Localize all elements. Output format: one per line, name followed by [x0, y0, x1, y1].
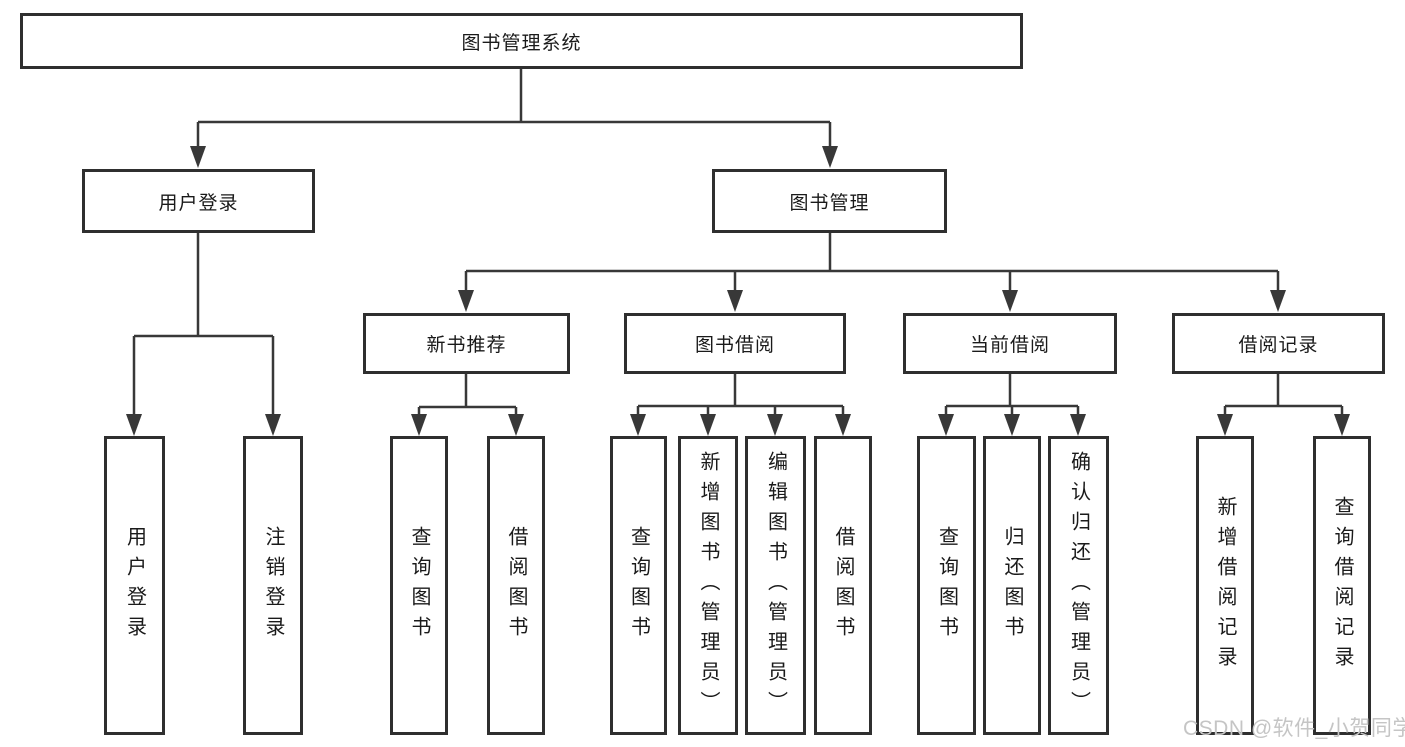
leaf-label: 借阅图书 [832, 525, 854, 646]
node-borrowing-records: 借阅记录 [1172, 313, 1385, 374]
node-label: 新书推荐 [426, 335, 507, 356]
node-label: 图书借阅 [694, 335, 775, 356]
leaf-label: 查询图书 [627, 525, 650, 646]
leaf-label: 查询图书 [935, 525, 958, 646]
node-current-borrowing: 当前借阅 [903, 313, 1117, 374]
leaf-user-login: 用户登录 [104, 436, 165, 735]
leaf-borrow-books-borrowing: 借阅图书 [814, 436, 872, 735]
leaf-confirm-return-admin: 确认归还（管理员） [1048, 436, 1109, 735]
node-library-management-system: 图书管理系统 [20, 13, 1023, 69]
node-book-management: 图书管理 [712, 169, 947, 233]
connector-book-borrowing-to-leaves [630, 374, 851, 436]
leaf-label: 归还图书 [1001, 525, 1023, 646]
leaf-label: 借阅图书 [505, 525, 527, 646]
node-label: 图书管理系统 [461, 32, 582, 54]
leaf-return-books: 归还图书 [983, 436, 1041, 735]
connector-borrowing-records-to-leaves [1217, 374, 1350, 436]
node-label: 当前借阅 [969, 335, 1050, 356]
leaf-label: 注销登录 [262, 525, 284, 646]
leaf-add-borrow-record: 新增借阅记录 [1196, 436, 1254, 735]
leaf-label: 查询借阅记录 [1331, 495, 1353, 676]
connector-current-borrowing-to-leaves [938, 374, 1086, 436]
connector-root-to-level2 [190, 68, 838, 168]
leaf-query-borrow-record: 查询借阅记录 [1313, 436, 1371, 735]
leaf-edit-book-admin: 编辑图书（管理员） [745, 436, 806, 735]
connector-new-book-recommendation-to-leaves [411, 374, 524, 436]
leaf-query-books-borrowing: 查询图书 [610, 436, 667, 735]
leaf-label: 确认归还（管理员） [1067, 450, 1090, 721]
leaf-label: 编辑图书（管理员） [764, 450, 787, 721]
node-book-borrowing: 图书借阅 [624, 313, 846, 374]
leaf-label: 用户登录 [123, 525, 146, 646]
leaf-borrow-books-recommend: 借阅图书 [487, 436, 545, 735]
node-user-login: 用户登录 [82, 169, 315, 233]
leaf-label: 新增图书（管理员） [697, 450, 719, 721]
node-label: 用户登录 [158, 192, 239, 214]
connector-book-management-to-level3 [458, 233, 1286, 312]
connector-user-login-to-leaves [126, 233, 281, 436]
leaf-label: 查询图书 [408, 525, 430, 646]
node-new-book-recommendation: 新书推荐 [363, 313, 570, 374]
leaf-logout: 注销登录 [243, 436, 303, 735]
leaf-label: 新增借阅记录 [1214, 495, 1236, 676]
leaf-query-books-current: 查询图书 [917, 436, 976, 735]
node-label: 借阅记录 [1238, 335, 1319, 356]
leaf-query-books-recommend: 查询图书 [390, 436, 448, 735]
csdn-watermark: CSDN @软件_小贺同学 [1183, 717, 1405, 740]
leaf-add-book-admin: 新增图书（管理员） [678, 436, 738, 735]
node-label: 图书管理 [789, 192, 870, 214]
